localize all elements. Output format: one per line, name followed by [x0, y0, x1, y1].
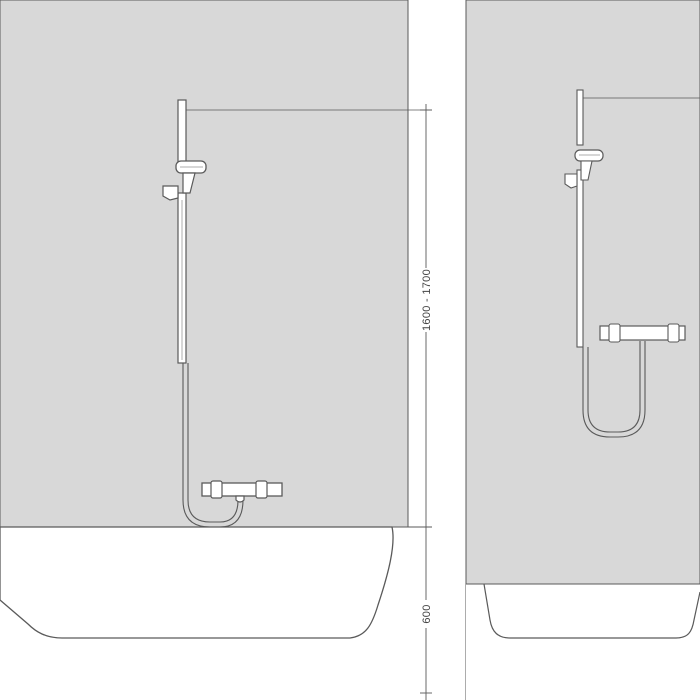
shower-tray-outline: [466, 584, 700, 700]
dim-label-tub-height: 600: [421, 604, 433, 623]
right-scene-shower-tray: [465, 0, 700, 700]
rail-top-cap-right: [576, 89, 584, 146]
mixer-left-handle: [210, 480, 223, 499]
mixer-right-handle: [255, 480, 268, 499]
rail-bar-right: [576, 169, 584, 348]
mixer-spout: [235, 495, 245, 503]
dim-label-rail-height: 1600 - 1700: [421, 269, 433, 331]
left-wall: [0, 0, 409, 528]
shower-rail-right: [576, 89, 584, 348]
holder-slider: [162, 185, 179, 201]
hand-shower-left: [162, 160, 207, 201]
thermostat-mixer-right: [599, 323, 686, 343]
bathtub-outline: [0, 526, 394, 639]
shower-hose-right: [582, 341, 646, 438]
left-scene-bathtub: [0, 0, 432, 639]
thermostat-mixer-left: [201, 480, 283, 503]
shower-rail-left: [177, 99, 187, 364]
dimension-column: 1600 - 1700 600: [408, 104, 434, 700]
rail-top-cap: [177, 99, 187, 164]
shower-handle: [182, 172, 196, 194]
shower-hose-left: [182, 363, 244, 528]
hand-shower-right: [564, 149, 604, 189]
